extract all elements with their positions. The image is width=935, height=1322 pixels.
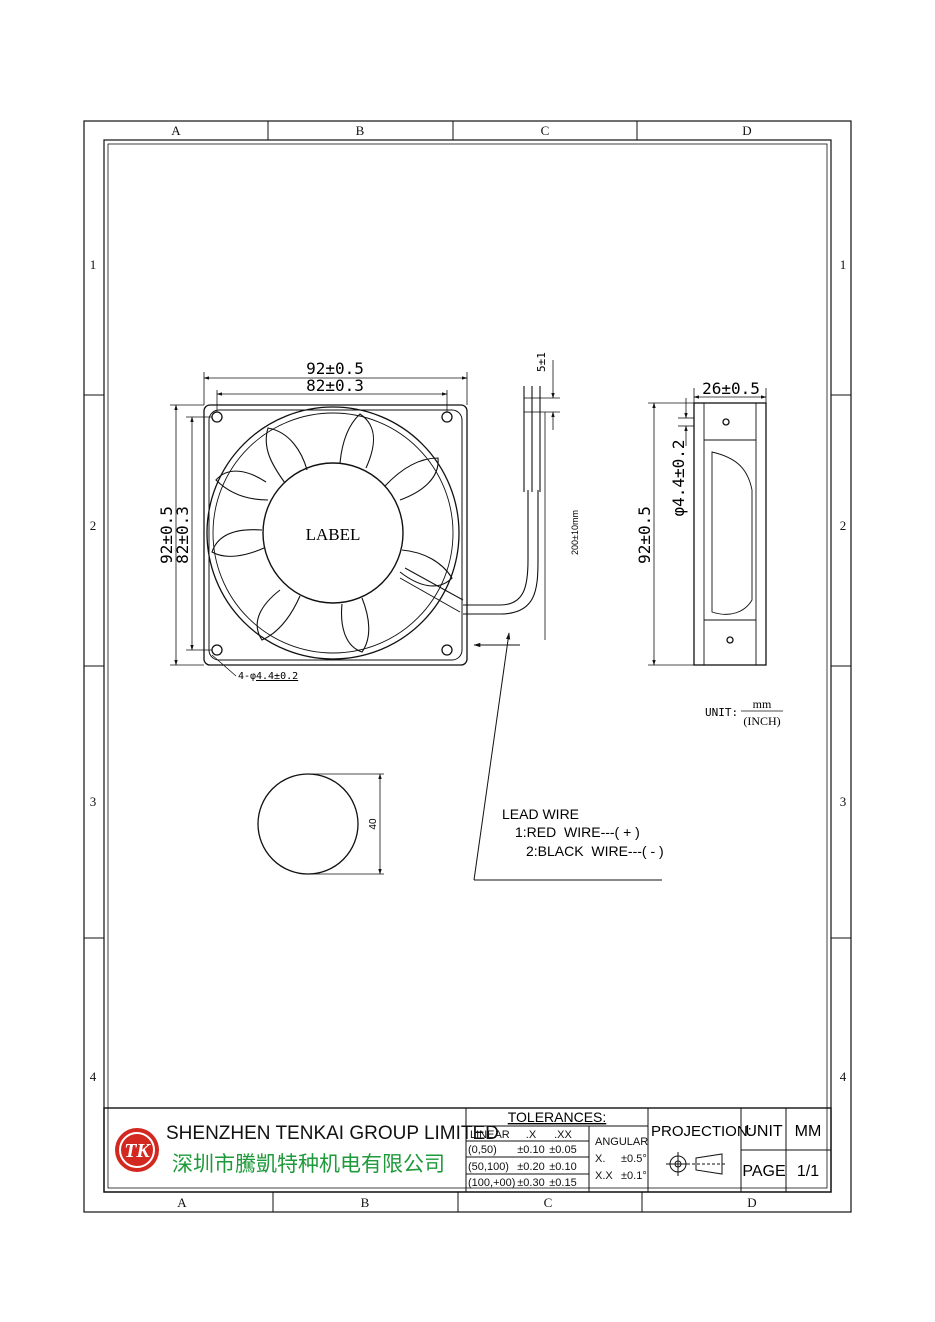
hole-spec-value: 4.4±0.2 [256, 671, 298, 682]
wire-length-value: 200±10mm [570, 510, 580, 555]
tol-row-2-xx: ±0.10 [549, 1161, 576, 1173]
label-circle-diameter: 40 [368, 818, 379, 830]
wire-offset-value: 5±1 [535, 352, 548, 372]
zone-col-c-top: C [541, 123, 550, 138]
tol-header-x: .X [526, 1129, 537, 1141]
logo-text: TK [124, 1140, 151, 1162]
hub-label-text: LABEL [306, 525, 361, 544]
tolerances-title: TOLERANCES: [508, 1109, 607, 1125]
angular-row-2-value: ±0.1° [621, 1170, 647, 1182]
tol-row-1-x: ±0.10 [517, 1144, 544, 1156]
side-hole-top [722, 418, 730, 426]
unit-note-prefix: UNIT: [705, 706, 738, 719]
tol-row-3-range: (100,+00) [468, 1177, 515, 1189]
page-label: PAGE [742, 1163, 785, 1180]
zone-col-a-bottom: A [177, 1195, 187, 1210]
company-logo: TK [115, 1128, 159, 1172]
unit-value: MM [795, 1123, 822, 1140]
side-depth: 26±0.5 [702, 379, 760, 398]
side-height: 92±0.5 [635, 506, 654, 564]
angular-title: ANGULAR [595, 1136, 648, 1148]
front-height-hole: 82±0.3 [173, 506, 192, 564]
projection-symbol-icon [666, 1152, 726, 1176]
zone-row-3-right: 3 [840, 794, 847, 809]
zone-col-d-bottom: D [747, 1195, 756, 1210]
side-hole-dia: φ4.4±0.2 [669, 439, 688, 516]
zone-row-1-right: 1 [840, 257, 847, 272]
lead-wires [463, 386, 541, 615]
zone-col-c-bottom: C [544, 1195, 553, 1210]
zone-col-a-top: A [171, 123, 181, 138]
unit-note-inch: (INCH) [743, 714, 780, 728]
zone-row-2-left: 2 [90, 518, 97, 533]
unit-label: UNIT [745, 1123, 783, 1140]
lead-wire-title: LEAD WIRE [502, 806, 579, 822]
zone-col-b-bottom: B [361, 1195, 370, 1210]
zone-row-4-left: 4 [90, 1069, 97, 1084]
side-hole-bottom [726, 636, 734, 644]
side-view-dimensions [648, 388, 767, 666]
title-block [103, 1107, 832, 1193]
tol-header-linear: LINEAR [470, 1129, 510, 1141]
page-value: 1/1 [797, 1163, 819, 1180]
mount-hole-br [441, 644, 453, 656]
lead-wire-red: 1:RED WIRE---( + ) [515, 824, 640, 840]
label-circle-view [257, 773, 384, 875]
mount-hole-bl [211, 644, 223, 656]
tol-row-1-xx: ±0.05 [549, 1144, 576, 1156]
tol-row-3-x: ±0.30 [517, 1177, 544, 1189]
company-name-cn: 深圳市騰凱特种机电有限公司 [172, 1152, 445, 1176]
company-name-en: SHENZHEN TENKAI GROUP LIMITED [166, 1123, 499, 1144]
tol-row-3-xx: ±0.15 [549, 1177, 576, 1189]
tol-header-xx: .XX [554, 1129, 572, 1141]
zone-row-1-left: 1 [90, 257, 97, 272]
zone-row-2-right: 2 [840, 518, 847, 533]
mount-hole-tl [211, 411, 223, 423]
tol-row-1-range: (0,50) [468, 1144, 497, 1156]
sheet-frame [83, 120, 852, 1213]
front-width-outer: 92±0.5 [306, 359, 364, 378]
angular-row-2-label: X.X [595, 1170, 613, 1182]
fan-side-view [693, 402, 767, 666]
angular-row-1-label: X. [595, 1153, 605, 1165]
lead-wire-leader [473, 632, 662, 881]
zone-row-4-right: 4 [840, 1069, 847, 1084]
zone-row-3-left: 3 [90, 794, 97, 809]
projection-label: PROJECTION: [651, 1123, 752, 1140]
front-view-dimensions [170, 372, 468, 677]
front-height-outer: 92±0.5 [157, 506, 176, 564]
angular-row-1-value: ±0.5° [621, 1153, 647, 1165]
lead-wire-black: 2:BLACK WIRE---( - ) [526, 843, 664, 859]
front-width-hole: 82±0.3 [306, 376, 364, 395]
zone-col-b-top: B [356, 123, 365, 138]
fan-front-view [203, 404, 468, 666]
wire-offset-dim [540, 360, 560, 430]
tol-row-2-x: ±0.20 [517, 1161, 544, 1173]
unit-note-mm: mm [753, 697, 772, 711]
hole-spec-prefix: 4-φ [238, 671, 256, 682]
zone-col-d-top: D [742, 123, 751, 138]
tol-row-2-range: (50,100) [468, 1161, 509, 1173]
mount-hole-tr [441, 411, 453, 423]
